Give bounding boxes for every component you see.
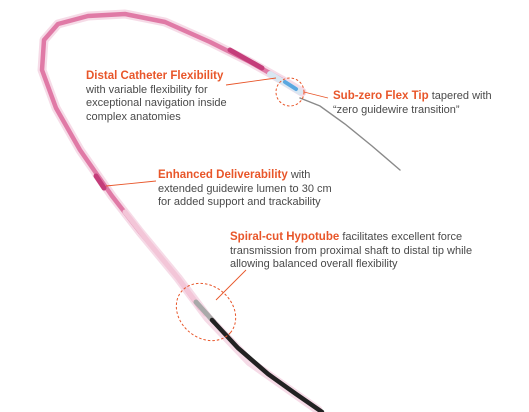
callout-distal-line1: with variable flexibility for — [86, 83, 208, 96]
callout-hypotube-title: Spiral-cut Hypotube — [230, 231, 340, 243]
callout-tip-title: Sub-zero Flex Tip — [333, 90, 429, 102]
callout-tip-line2: “zero guidewire transition” — [333, 103, 460, 116]
callout-deliverability-line1-rest: with — [290, 169, 311, 181]
callout-hypotube: Spiral-cut Hypotube facilitates excellen… — [230, 231, 472, 272]
leader-hypotube — [215, 269, 247, 301]
callout-hypotube-line1: Spiral-cut Hypotube facilitates excellen… — [230, 231, 472, 245]
callout-deliverability-title: Enhanced Deliverability — [158, 169, 288, 181]
hypotube-highlight-circle — [175, 282, 237, 342]
callout-hypotube-line3: allowing balanced overall flexibility — [230, 258, 398, 270]
callout-tip-line1: Sub-zero Flex Tip tapered with — [333, 90, 492, 104]
leader-deliverability — [105, 180, 157, 187]
catheter-light-section — [122, 209, 208, 317]
callout-deliverability-line1: Enhanced Deliverability with — [158, 169, 332, 183]
callout-deliverability-line3: for added support and trackability — [158, 196, 321, 208]
callout-deliverability-line2: extended guidewire lumen to 30 cm — [158, 182, 332, 195]
callout-deliverability: Enhanced Deliverability with extended gu… — [158, 169, 332, 210]
leader-tip — [303, 91, 329, 99]
callout-distal-flexibility: Distal Catheter Flexibility with variabl… — [86, 70, 227, 124]
marker-band-icon — [283, 80, 298, 91]
callout-distal-line3: complex anatomies — [86, 110, 181, 123]
leader-distal — [225, 77, 277, 86]
callout-distal-line2: exceptional navigation inside — [86, 97, 227, 109]
proximal-shaft — [209, 317, 325, 412]
callout-flex-tip: Sub-zero Flex Tip tapered with “zero gui… — [333, 90, 492, 117]
callout-tip-line1-rest: tapered with — [431, 90, 492, 102]
catheter-band-mid — [93, 173, 107, 191]
guidewire — [299, 97, 401, 171]
catheter-band-upper — [227, 47, 265, 71]
callout-hypotube-line1-rest: facilitates excellent force — [342, 231, 463, 243]
callout-distal-title: Distal Catheter Flexibility — [86, 70, 224, 82]
callout-hypotube-line2: transmission from proximal shaft to dist… — [230, 244, 473, 257]
